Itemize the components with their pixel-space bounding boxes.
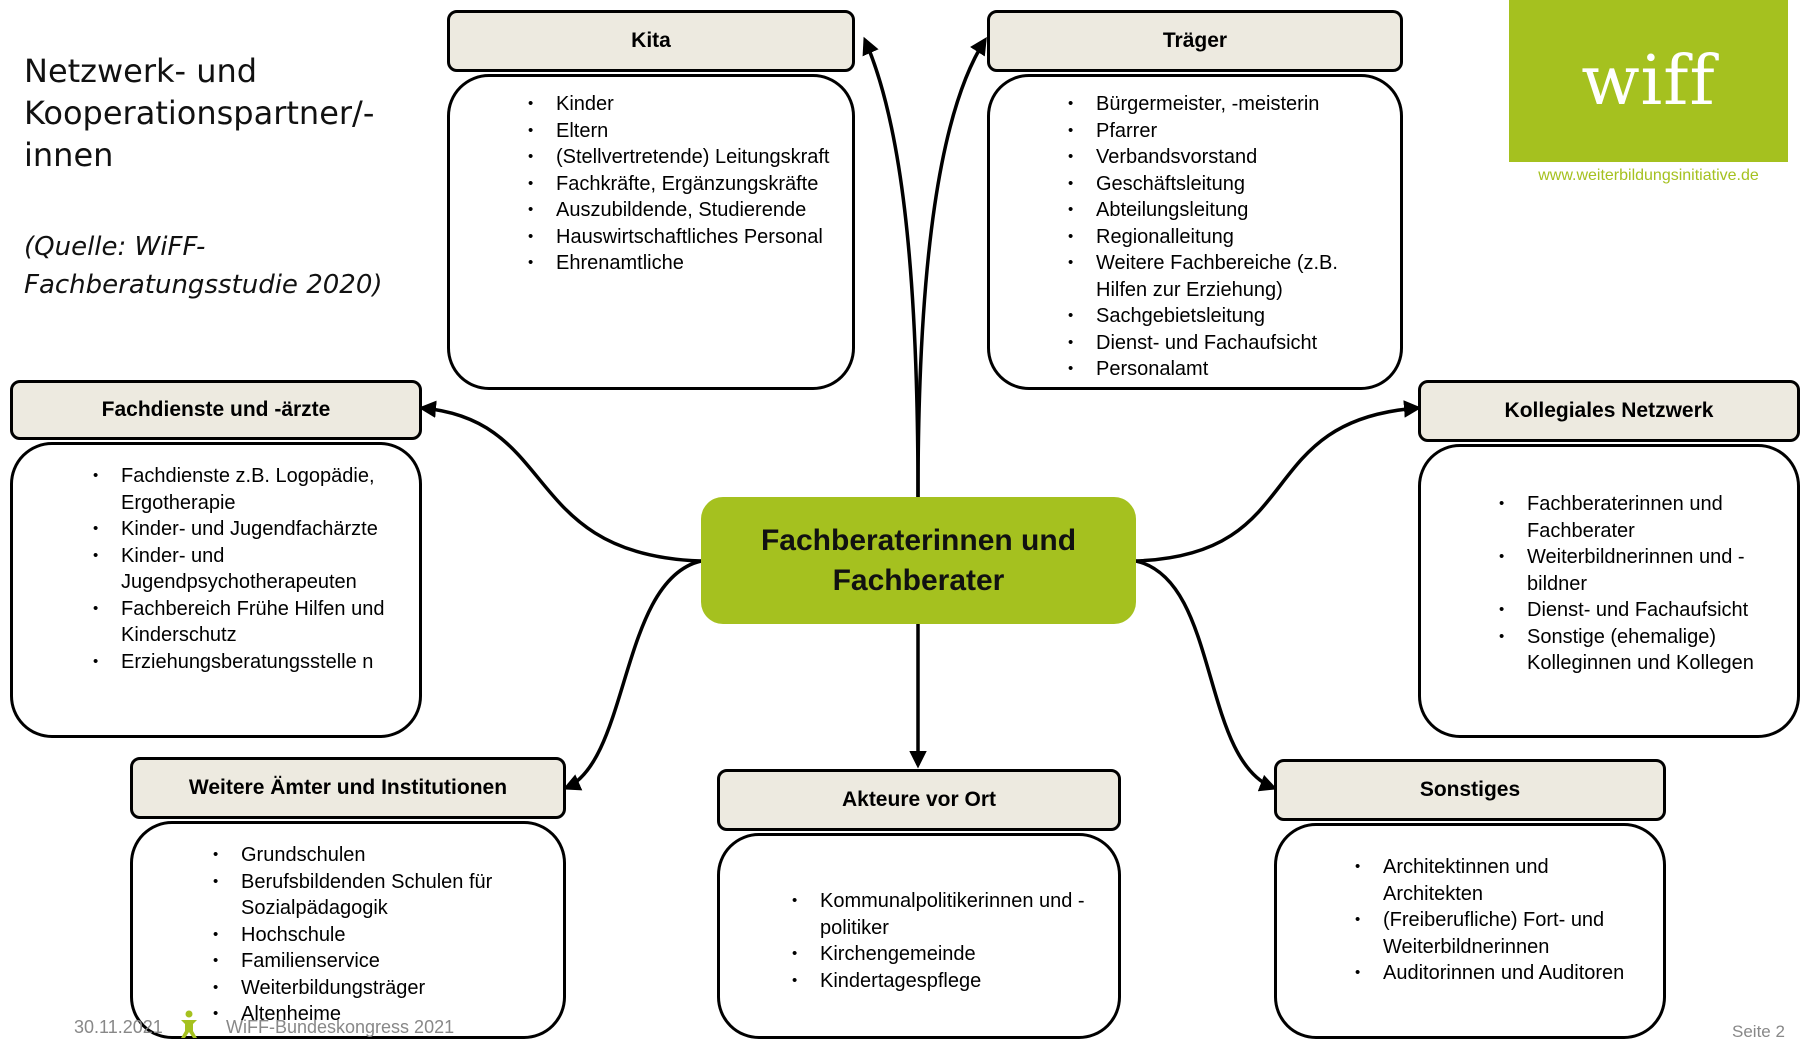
- list-item: Fachbereich Frühe Hilfen und Kinderschut…: [93, 596, 403, 649]
- page-title: Netzwerk- und Kooperationspartner/-innen: [24, 52, 375, 174]
- node-akteure-body: Kommunalpolitikerinnen und -politikerKir…: [717, 833, 1121, 1039]
- list-item: Kindertagespflege: [792, 968, 1102, 995]
- node-aemter-list: GrundschulenBerufsbildenden Schulen für …: [213, 842, 553, 1028]
- person-icon: [181, 1010, 197, 1038]
- node-kita-list: KinderEltern(Stellvertretende) Leitungsk…: [528, 91, 832, 277]
- connector-sonstiges: [1135, 559, 1278, 792]
- node-sonstiges-body: Architektinnen und Architekten(Freiberuf…: [1274, 823, 1666, 1039]
- list-item: Regionalleitung: [1068, 224, 1380, 251]
- list-item: Weiterbildnerinnen und -bildner: [1499, 544, 1785, 597]
- node-kollegial-body: Fachberaterinnen und FachberaterWeiterbi…: [1418, 444, 1800, 738]
- list-item: Berufsbildenden Schulen für Sozialpädago…: [213, 869, 553, 922]
- list-item: Sonstige (ehemalige) Kolleginnen und Kol…: [1499, 624, 1785, 677]
- node-sonstiges-header: Sonstiges: [1274, 759, 1666, 821]
- node-kollegial-list: Fachberaterinnen und FachberaterWeiterbi…: [1499, 491, 1785, 677]
- list-item: Verbandsvorstand: [1068, 144, 1380, 171]
- connector-kita: [862, 36, 920, 498]
- node-akteure-list: Kommunalpolitikerinnen und -politikerKir…: [792, 888, 1102, 994]
- center-node-line-2: Fachberater: [832, 563, 1005, 597]
- list-item: Kinder- und Jugendpsychotherapeuten: [93, 543, 403, 596]
- logo-url: www.weiterbildungsinitiative.de: [1538, 167, 1759, 184]
- list-item: Auditorinnen und Auditoren: [1355, 960, 1647, 987]
- list-item: Ehrenamtliche: [528, 250, 832, 277]
- node-akteure-title: Akteure vor Ort: [841, 788, 997, 811]
- wiff-logo: wiff: [1509, 0, 1788, 162]
- list-item: Dienst- und Fachaufsicht: [1068, 330, 1380, 357]
- node-sonstiges-list: Architektinnen und Architekten(Freiberuf…: [1355, 854, 1647, 987]
- list-item: Weiterbildungsträger: [213, 975, 553, 1002]
- center-node-line-1: Fachberaterinnen und: [760, 523, 1077, 557]
- list-item: (Stellvertretende) Leitungskraft: [528, 144, 832, 171]
- list-item: Hochschule: [213, 922, 553, 949]
- footer-page: Seite 2: [1732, 1022, 1785, 1041]
- connector-aemter: [562, 559, 702, 791]
- connector-fachdienste: [418, 400, 702, 563]
- node-traeger-list: Bürgermeister, -meisterinPfarrerVerbands…: [1068, 91, 1380, 383]
- list-item: Personalamt: [1068, 356, 1380, 383]
- list-item: Fachkräfte, Ergänzungskräfte: [528, 171, 832, 198]
- node-kollegial-header: Kollegiales Netzwerk: [1418, 380, 1800, 442]
- list-item: Kinder- und Jugendfachärzte: [93, 516, 403, 543]
- connector-kollegial: [1135, 400, 1422, 563]
- node-fachdienste-title: Fachdienste und -ärzte: [101, 398, 331, 421]
- node-kita-body: KinderEltern(Stellvertretende) Leitungsk…: [447, 74, 855, 390]
- list-item: Geschäftsleitung: [1068, 171, 1380, 198]
- list-item: Altenheime: [213, 1001, 553, 1028]
- list-item: Sachgebietsleitung: [1068, 303, 1380, 330]
- list-item: Bürgermeister, -meisterin: [1068, 91, 1380, 118]
- logo-text: wiff: [1581, 41, 1716, 121]
- connector-traeger: [916, 37, 987, 498]
- node-kollegial-title: Kollegiales Netzwerk: [1504, 399, 1714, 422]
- node-aemter-body: GrundschulenBerufsbildenden Schulen für …: [130, 821, 566, 1039]
- footer-date: 30.11.2021: [74, 1017, 163, 1037]
- list-item: Kirchengemeinde: [792, 941, 1102, 968]
- footer-event: WiFF-Bundeskongress 2021: [226, 1017, 455, 1037]
- list-item: Pfarrer: [1068, 118, 1380, 145]
- list-item: Grundschulen: [213, 842, 553, 869]
- list-item: Hauswirtschaftliches Personal: [528, 224, 832, 251]
- node-kita-header: Kita: [447, 10, 855, 72]
- list-item: Abteilungsleitung: [1068, 197, 1380, 224]
- center-node: Fachberaterinnen und Fachberater: [701, 497, 1136, 624]
- list-item: Eltern: [528, 118, 832, 145]
- node-sonstiges-title: Sonstiges: [1419, 778, 1521, 801]
- list-item: Architektinnen und Architekten: [1355, 854, 1647, 907]
- list-item: Fachberaterinnen und Fachberater: [1499, 491, 1785, 544]
- list-item: Erziehungsberatungsstelle n: [93, 649, 403, 676]
- node-traeger-header: Träger: [987, 10, 1403, 72]
- list-item: Familienservice: [213, 948, 553, 975]
- node-fachdienste-list: Fachdienste z.B. Logopädie, Ergotherapie…: [93, 463, 403, 675]
- node-fachdienste-body: Fachdienste z.B. Logopädie, Ergotherapie…: [10, 442, 422, 738]
- source-note: (Quelle: WiFF-Fachberatungsstudie 2020): [24, 232, 383, 300]
- list-item: Auszubildende, Studierende: [528, 197, 832, 224]
- list-item: Fachdienste z.B. Logopädie, Ergotherapie: [93, 463, 403, 516]
- node-aemter-header: Weitere Ämter und Institutionen: [130, 757, 566, 819]
- list-item: Weitere Fachbereiche (z.B. Hilfen zur Er…: [1068, 250, 1380, 303]
- node-kita-title: Kita: [631, 29, 671, 52]
- list-item: Kinder: [528, 91, 832, 118]
- list-item: Dienst- und Fachaufsicht: [1499, 597, 1785, 624]
- node-traeger-title: Träger: [1162, 29, 1228, 52]
- node-aemter-title: Weitere Ämter und Institutionen: [188, 776, 508, 799]
- node-traeger-body: Bürgermeister, -meisterinPfarrerVerbands…: [987, 74, 1403, 390]
- list-item: Kommunalpolitikerinnen und -politiker: [792, 888, 1102, 941]
- node-fachdienste-header: Fachdienste und -ärzte: [10, 380, 422, 440]
- list-item: (Freiberufliche) Fort- und Weiterbildner…: [1355, 907, 1647, 960]
- node-akteure-header: Akteure vor Ort: [717, 769, 1121, 831]
